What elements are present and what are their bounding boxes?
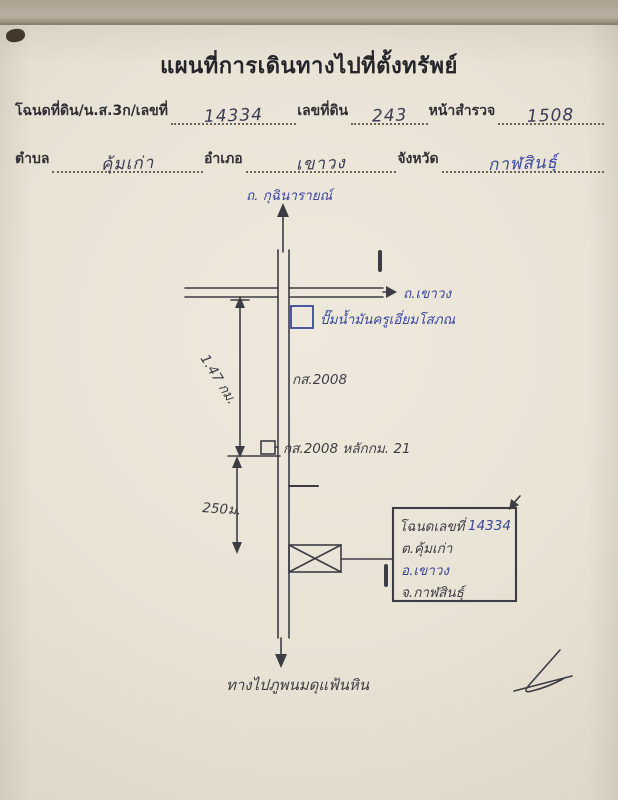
signature-scribble xyxy=(513,649,573,693)
property-info-box xyxy=(391,506,518,603)
info-province: จ.กาฬสินธุ์ xyxy=(401,585,467,601)
gas-station-box xyxy=(290,305,314,329)
info-box-corner-arrowhead-icon xyxy=(509,499,519,510)
info-deed-value: 14334 xyxy=(468,518,511,534)
form-row-deed: โฉนดที่ดิน/น.ส.3ก/เลขที่ 14334 เลขที่ดิน… xyxy=(14,100,604,127)
photo-background-edge xyxy=(0,0,618,25)
district-label: อำเภอ xyxy=(204,151,243,167)
east-arrowhead-icon xyxy=(386,286,397,298)
km-post-box xyxy=(260,440,276,455)
deed-number-label: โฉนดที่ดิน/น.ส.3ก/เลขที่ xyxy=(15,103,168,119)
parcel-number-label: เลขที่ดิน xyxy=(297,103,349,119)
distance1-bottom-arrowhead-icon xyxy=(235,446,245,458)
distance1-top-arrowhead-icon xyxy=(235,296,245,308)
south-road-label: ทางไปภูพนมดุแฟ้นหิน xyxy=(226,676,370,694)
parcel-number-field: 243 xyxy=(351,105,428,127)
distance2-label: 250ม. xyxy=(202,500,242,519)
distance2-bottom-arrowhead-icon xyxy=(232,542,242,554)
subdistrict-field: คุ้มเก่า xyxy=(52,153,204,175)
north-arrowhead-icon xyxy=(277,203,289,217)
info-district: อ.เขาวง xyxy=(401,563,450,579)
north-road-label: ถ. กุฉินารายณ์ xyxy=(246,188,335,204)
subdistrict-label: ตำบล xyxy=(15,151,50,167)
distance1-label: 1.47 กม. xyxy=(197,352,240,408)
south-arrowhead-icon xyxy=(275,654,287,668)
km-post-label: กส.2008 หลักกม. 21 xyxy=(283,441,411,457)
deed-number-field: 14334 xyxy=(170,105,297,127)
province-field: กาฬสินธุ์ xyxy=(441,153,605,175)
road-code-label: กส.2008 xyxy=(292,372,347,388)
province-label: จังหวัด xyxy=(397,151,439,167)
survey-page-field: 1508 xyxy=(498,105,604,127)
info-deed-label: โฉนดเลขที่ xyxy=(399,517,467,535)
district-field: เขาวง xyxy=(245,153,397,175)
east-road-label: ถ.เขาวง xyxy=(403,286,452,302)
distance2-top-arrowhead-icon xyxy=(232,456,242,468)
info-subdistrict: ต.คุ้มเก่า xyxy=(401,541,453,557)
gas-station-label: ปั๊มน้ำมันครูเอี่ยมโสภณ xyxy=(320,309,456,328)
property-box-diagonal-2 xyxy=(288,544,342,573)
survey-page-label: หน้าสำรวจ xyxy=(428,103,496,119)
form-row-location: ตำบล คุ้มเก่า อำเภอ เขาวง จังหวัด กาฬสิน… xyxy=(14,148,605,175)
page-title: แผนที่การเดินทางไปที่ตั้งทรัพย์ xyxy=(160,54,458,79)
